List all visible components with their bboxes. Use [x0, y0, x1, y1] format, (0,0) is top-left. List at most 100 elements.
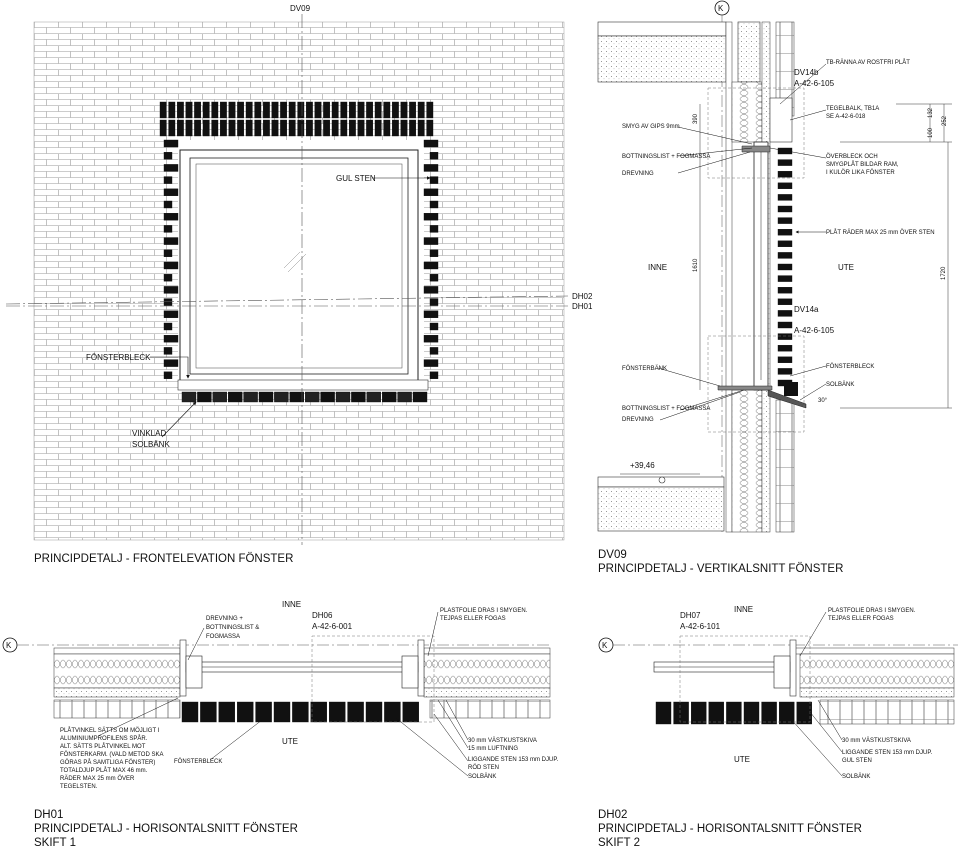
- dh02-label: TEJPAS ELLER FOGAS: [828, 616, 894, 622]
- sill-brick: [243, 391, 258, 403]
- centerline-dh02: [5, 295, 569, 305]
- section-label-dv09-top: DV09: [290, 4, 311, 13]
- jamb-brick-right: [423, 139, 439, 148]
- v-brick: [777, 159, 793, 166]
- jamb-brick-right: [429, 274, 439, 282]
- ref-dh07-2: A-42-6-101: [680, 622, 721, 631]
- header-brick: [254, 119, 262, 137]
- header-brick: [245, 101, 253, 119]
- v-brick: [777, 252, 793, 259]
- jamb-brick-left: [163, 359, 179, 367]
- jamb-brick-right: [423, 335, 439, 343]
- v-label: FÖNSTERBÄNK: [622, 365, 667, 372]
- jamb-brick-right: [429, 298, 439, 306]
- h2-brick: [726, 701, 742, 725]
- header-brick: [417, 101, 425, 119]
- h1-brick: [384, 701, 401, 723]
- vertical-section: [597, 0, 952, 535]
- v-brick: [777, 263, 793, 271]
- jamb-brick-left: [163, 335, 179, 343]
- header-brick: [400, 119, 408, 137]
- dh01-note: GÖRAS PÅ SAMTLIGA FÖNSTER): [60, 759, 155, 766]
- header-brick: [228, 101, 236, 119]
- sill-brick: [366, 391, 381, 403]
- header-brick: [168, 119, 176, 137]
- header-brick: [383, 119, 391, 137]
- header-brick: [297, 101, 305, 119]
- label-fonsterbleck: FÖNSTERBLECK: [86, 353, 151, 362]
- h2-brick: [655, 701, 672, 725]
- h1-brick: [329, 701, 346, 723]
- label-ute: UTE: [282, 737, 298, 746]
- header-brick: [159, 101, 167, 119]
- v-label: I KULÖR LIKA FÖNSTER: [826, 169, 895, 176]
- header-brick: [314, 119, 322, 137]
- dh01-label: FÖNSTERBLECK: [174, 758, 222, 765]
- v-label: PLÅT RÄDER MAX 25 mm ÖVER STEN: [826, 229, 935, 236]
- v-label: BOTTNINGSLIST + FOGMASSA: [622, 406, 710, 412]
- v-brick: [777, 147, 793, 155]
- dim-252: 252: [942, 115, 948, 126]
- jamb-brick-left: [163, 322, 173, 331]
- jamb-brick-right: [423, 237, 439, 245]
- horizontal-section-dh01: [2, 611, 551, 777]
- h2-brick: [796, 701, 812, 725]
- header-brick: [185, 101, 193, 119]
- dh01-subtitle: SKIFT 1: [34, 837, 76, 849]
- header-brick: [176, 101, 184, 119]
- v-brick: [777, 275, 793, 282]
- dh02-title: PRINCIPDETALJ - HORISONTALSNITT FÖNSTER: [598, 823, 862, 835]
- header-brick: [202, 119, 210, 137]
- jamb-brick-left: [163, 371, 173, 379]
- header-brick: [211, 119, 219, 137]
- v-brick: [777, 205, 793, 213]
- sill-brick: [258, 391, 274, 403]
- header-brick: [194, 119, 201, 137]
- window-frame: [179, 149, 419, 383]
- dh01-note: FÖNSTERKARM. (VALD METOD SKA: [60, 751, 163, 758]
- dh01-title: PRINCIPDETALJ - HORISONTALSNITT FÖNSTER: [34, 823, 298, 835]
- header-brick: [349, 101, 356, 119]
- h1-brick: [402, 701, 419, 723]
- jamb-brick-left: [163, 225, 173, 233]
- ref-dh07-1: DH07: [680, 611, 701, 620]
- jamb-brick-right: [429, 347, 439, 355]
- header-brick: [168, 101, 176, 119]
- ref-bottom-2: A-42-6-105: [794, 326, 835, 335]
- header-brick: [263, 101, 270, 119]
- header-brick: [400, 101, 408, 119]
- header-brick: [254, 101, 262, 119]
- soldier-course-header: [159, 101, 434, 137]
- ref-top-1: DV14b: [794, 68, 819, 77]
- header-brick: [194, 101, 201, 119]
- jamb-brick-left: [163, 188, 179, 197]
- jamb-brick-left: [163, 176, 173, 184]
- label-vinklad: VINKLAD: [132, 429, 166, 438]
- jamb-brick-left: [163, 139, 179, 148]
- fonsterbleck: [177, 379, 429, 391]
- jamb-brick-left: [163, 200, 173, 209]
- v-brick: [777, 321, 793, 329]
- h2-brick: [691, 701, 707, 725]
- header-brick: [340, 119, 348, 137]
- h2-brick: [673, 701, 689, 725]
- dh01-label: FOGMASSA: [206, 634, 240, 640]
- sill-brick: [197, 391, 212, 403]
- jamb-brick-left: [163, 237, 179, 245]
- header-brick: [357, 101, 365, 119]
- v-brick: [777, 345, 793, 352]
- header-brick: [185, 119, 193, 137]
- v-brick: [777, 240, 793, 248]
- header-brick: [306, 119, 313, 137]
- header-brick: [228, 119, 236, 137]
- dh01-code: DH01: [34, 809, 64, 821]
- header-brick: [271, 119, 279, 137]
- header-brick: [383, 101, 391, 119]
- h1-brick: [347, 701, 364, 723]
- dh02-label: LIGGANDE STEN 153 mm DJUP.: [842, 750, 933, 756]
- header-brick: [374, 119, 382, 137]
- section-label-dh02: DH02: [572, 292, 593, 301]
- jamb-brick-left: [163, 274, 173, 282]
- header-brick: [280, 119, 287, 137]
- jamb-brick-left: [163, 212, 179, 221]
